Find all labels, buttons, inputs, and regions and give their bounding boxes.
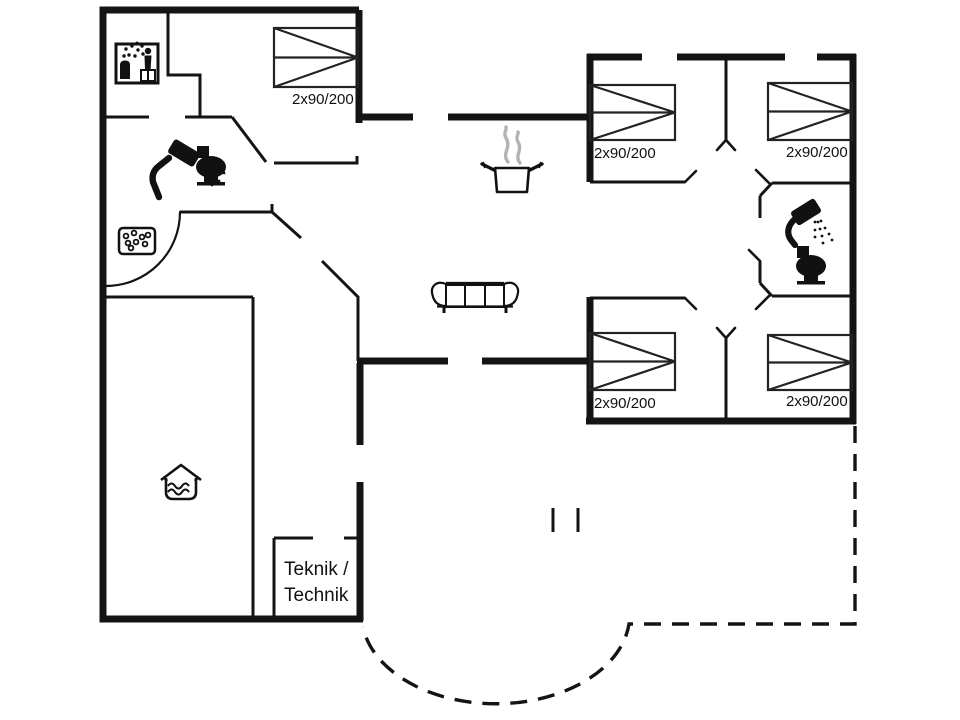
outer-walls bbox=[99, 6, 857, 623]
swimming-pool-icon bbox=[160, 463, 202, 501]
toilet-icon bbox=[196, 146, 226, 186]
bed-size-label: 2x90/200 bbox=[292, 91, 354, 108]
door-bedroom3 bbox=[683, 296, 698, 311]
toilet-bowl bbox=[796, 255, 826, 277]
toilet-bowl bbox=[196, 156, 226, 178]
pot-body bbox=[493, 166, 531, 194]
door-bathroom-right bbox=[747, 248, 762, 263]
sauna-person-body bbox=[144, 55, 152, 70]
toilet-base bbox=[797, 281, 825, 285]
technik-label-line2: Technik bbox=[284, 585, 349, 606]
double-bed-top-left: 2x90/200 bbox=[272, 26, 360, 108]
sauna-person-head bbox=[144, 47, 152, 55]
sauna-icon bbox=[114, 41, 160, 85]
toilet-pedestal bbox=[204, 176, 218, 182]
bed-linen bbox=[767, 81, 853, 142]
pot-handle-tips bbox=[482, 161, 542, 169]
steam-wisp-right bbox=[515, 130, 522, 165]
beds: 2x90/200 2x90/200 2x90/200 2x90/200 2x90… bbox=[272, 26, 854, 412]
sofa-cushion bbox=[484, 284, 505, 308]
sofa-feet bbox=[442, 307, 508, 313]
room-labels: Teknik / Technik bbox=[284, 559, 349, 606]
shower-hose bbox=[149, 154, 173, 201]
door-chevron-top-divider bbox=[715, 138, 737, 152]
sofa-cushion bbox=[464, 284, 486, 308]
door-swings bbox=[104, 138, 771, 340]
wall-left-block bbox=[99, 6, 363, 623]
wall-hall-chamfer-1 bbox=[270, 210, 303, 240]
toilet-tank bbox=[797, 246, 809, 258]
whirlpool-tub bbox=[117, 226, 157, 256]
double-bed-room3: 2x90/200 bbox=[766, 81, 854, 161]
toilet-tank bbox=[197, 146, 209, 158]
toilet-base bbox=[197, 182, 225, 186]
double-bed-room2: 2x90/200 bbox=[588, 83, 677, 162]
cooking-pot-icon bbox=[480, 125, 544, 194]
bed-linen bbox=[273, 26, 359, 89]
sauna-bucket bbox=[120, 60, 130, 79]
shower-head bbox=[791, 198, 821, 226]
bed-size-label: 2x90/200 bbox=[786, 144, 848, 161]
wall-bedroom-tl-south bbox=[274, 156, 359, 165]
whirlpool-bubbles bbox=[122, 229, 152, 252]
sauna-steam-dots bbox=[122, 41, 145, 58]
wall-bath-r-chamfer-bottom bbox=[758, 281, 774, 298]
pool-tub bbox=[164, 478, 198, 501]
double-bed-room5: 2x90/200 bbox=[766, 333, 854, 410]
interior-walls bbox=[103, 10, 853, 619]
technik-label-line1: Teknik / bbox=[284, 559, 349, 580]
terrace-outline bbox=[361, 426, 857, 706]
door-chevron-bottom-divider bbox=[715, 326, 737, 340]
steam-wisp-left bbox=[503, 125, 510, 164]
wall-hall-chamfer-2 bbox=[320, 259, 360, 361]
double-bed-room4: 2x90/200 bbox=[588, 331, 677, 412]
terrace-dashed-boundary bbox=[361, 426, 857, 706]
bed-size-label: 2x90/200 bbox=[786, 393, 848, 410]
door-arc-pool-room bbox=[104, 210, 182, 288]
wall-bath-r-chamfer-top bbox=[758, 181, 774, 198]
sofa-icon bbox=[430, 281, 520, 313]
door-bedroom4 bbox=[754, 294, 771, 311]
shower-icon bbox=[785, 198, 834, 249]
sofa-armrest-right bbox=[503, 281, 520, 308]
bed-size-label: 2x90/200 bbox=[594, 145, 656, 162]
pool-waves bbox=[167, 482, 190, 496]
door-bedroom2 bbox=[754, 168, 771, 185]
whirlpool-icon bbox=[117, 226, 157, 256]
bed-linen bbox=[589, 331, 676, 392]
bed-linen bbox=[767, 333, 853, 392]
shower-head bbox=[168, 139, 200, 167]
pool-rim bbox=[162, 475, 200, 482]
sofa-cushion bbox=[445, 284, 466, 308]
door-bedroom1 bbox=[683, 169, 698, 184]
shower-hose bbox=[785, 215, 799, 249]
pool-roof bbox=[160, 463, 202, 482]
wall-sauna-room bbox=[166, 10, 202, 117]
toilet-icon bbox=[796, 246, 826, 285]
bed-size-label: 2x90/200 bbox=[594, 395, 656, 412]
bed-linen bbox=[589, 83, 676, 142]
wall-bath-tl-chamfer bbox=[230, 116, 268, 163]
shower-spray bbox=[813, 219, 834, 245]
sofa-armrest-left bbox=[430, 281, 447, 308]
toilet-pedestal bbox=[804, 275, 818, 281]
